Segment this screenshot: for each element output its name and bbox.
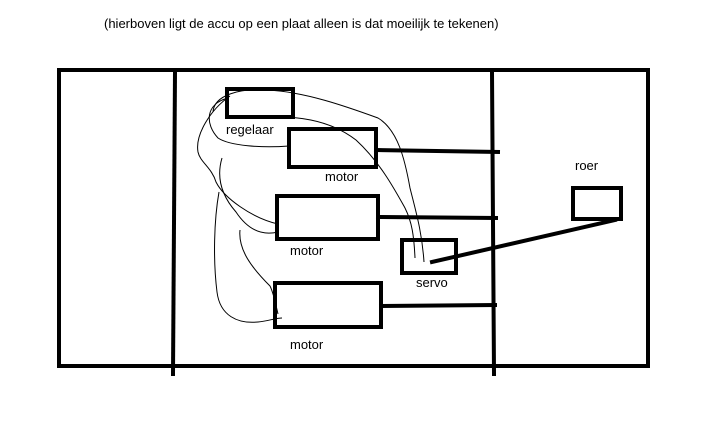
motor-bottom-box <box>273 281 383 329</box>
divider-left <box>170 69 178 377</box>
wire-regelaar-loop-top <box>212 89 425 263</box>
note-text: (hierboven ligt de accu op een plaat all… <box>104 16 499 31</box>
wire-left-loop-upper <box>197 95 279 225</box>
roer-label: roer <box>575 158 599 173</box>
motor-mid-box <box>275 194 380 241</box>
wire-left-loop-lower <box>214 191 283 323</box>
wire-regelaar-servo <box>251 116 416 259</box>
roer-box <box>571 186 623 221</box>
motor-mid-shaft <box>375 214 499 221</box>
regelaar-label: regelaar <box>226 122 274 137</box>
motor-top-label: motor <box>325 169 359 184</box>
motor-top-box <box>287 127 378 169</box>
motor-mid-label: motor <box>290 243 324 258</box>
wire-left-loop-mid <box>219 157 279 234</box>
divider-right <box>489 69 497 377</box>
regelaar-box <box>225 87 295 119</box>
motor-top-shaft <box>373 147 501 155</box>
servo-rudder-linkage <box>429 217 618 265</box>
hull-outline <box>57 68 650 368</box>
wire-left-loop-inner <box>239 229 279 315</box>
servo-label: servo <box>416 275 448 290</box>
motor-bottom-label: motor <box>290 337 324 352</box>
motor-bottom-shaft <box>378 302 498 309</box>
wire-regelaar-motor-top <box>208 97 290 148</box>
